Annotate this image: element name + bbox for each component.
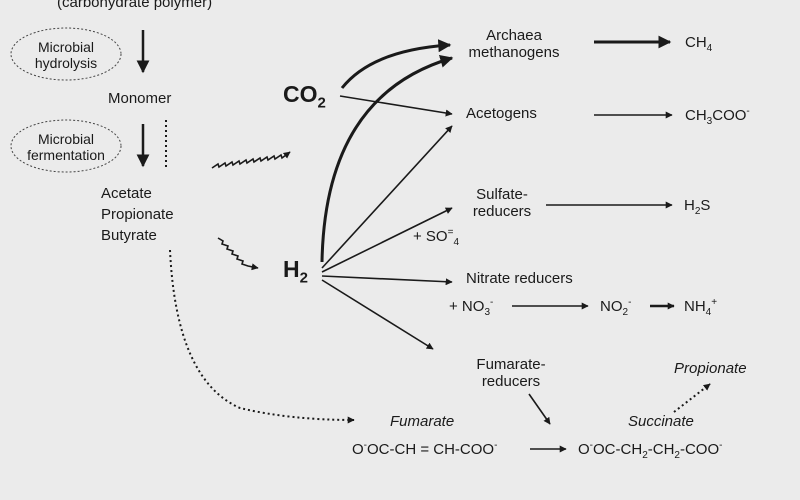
acid-acetate: Acetate — [101, 185, 152, 202]
arrow-fumarate-reducers — [528, 393, 551, 425]
arrow-co2-methanogens — [340, 39, 452, 89]
sulfate-label: + SO=4 — [413, 227, 460, 248]
oval-fermentation — [10, 119, 122, 173]
sulfate-reducers-label: Sulfate- reducers — [472, 186, 532, 220]
nitrite-label: NO2- — [600, 297, 632, 318]
dotted-arrow-acids-fumarate — [169, 249, 355, 424]
methanogens-label: Archaea methanogens — [468, 27, 560, 61]
process-fermentation: Microbial fermentation — [16, 131, 116, 163]
ammonium-label: NH4+ — [684, 297, 718, 318]
propionate-product-label: Propionate — [674, 360, 747, 377]
co2-label: CO2 — [283, 81, 326, 112]
h2s-label: H2S — [684, 197, 711, 217]
monomer-label: Monomer — [108, 90, 172, 107]
process-fermentation-line-2: fermentation — [27, 147, 105, 163]
acid-butyrate: Butyrate — [101, 227, 157, 244]
top-label: (carbohydrate polymer) — [57, 0, 213, 11]
process-hydrolysis-line-1: Microbial — [37, 39, 94, 55]
ch4-label: CH4 — [685, 34, 713, 54]
arrow-h2-nitrate — [321, 275, 453, 286]
fumarate-label: Fumarate — [390, 413, 455, 430]
arrow-h2-acetogens — [321, 125, 453, 269]
acids-list: Acetate Propionate Butyrate — [101, 183, 174, 246]
acetate-product-label: CH3COO- — [685, 106, 750, 127]
fumarate-reducers-label: Fumarate- reducers — [476, 356, 546, 390]
h2-label: H2 — [283, 256, 308, 287]
acetogens-label: Acetogens — [466, 105, 537, 122]
process-hydrolysis: Microbial hydrolysis — [16, 39, 116, 71]
succinate-formula: O-OC-CH2-CH2-COO- — [578, 440, 723, 461]
arrow-h2-sulfate — [321, 207, 453, 273]
nitrate-label: + NO3- — [449, 297, 494, 318]
nitrate-reducers-label: Nitrate reducers — [466, 270, 573, 287]
arrow-co2-acetogens — [339, 95, 453, 117]
acid-propionate: Propionate — [101, 206, 174, 223]
arrow-h2-methanogens — [320, 55, 454, 263]
wavy-arrow-to-h2 — [217, 237, 259, 271]
succinate-label: Succinate — [628, 413, 694, 430]
arrow-h2-fumarate — [321, 279, 434, 350]
wavy-arrow-to-co2 — [211, 151, 291, 169]
process-hydrolysis-line-2: hydrolysis — [34, 55, 98, 71]
oval-hydrolysis — [10, 27, 122, 81]
fumarate-formula: O-OC-CH = CH-COO- — [352, 440, 498, 459]
process-fermentation-line-1: Microbial — [37, 131, 94, 147]
dotted-arrow-succinate-propionate — [673, 383, 711, 413]
